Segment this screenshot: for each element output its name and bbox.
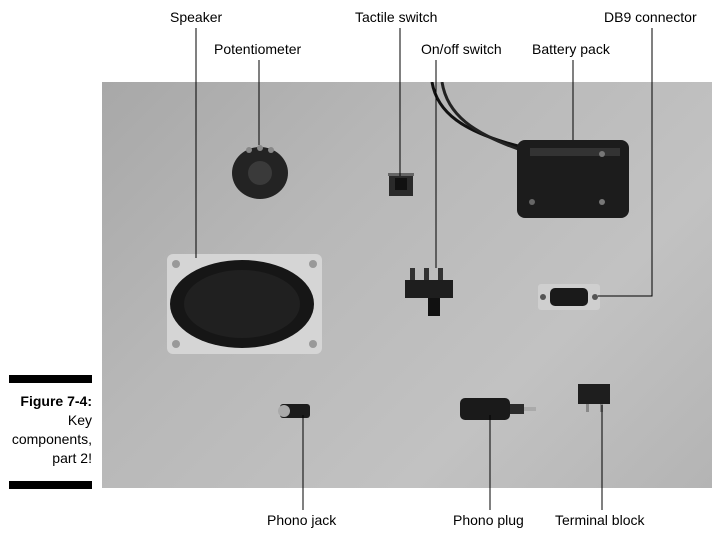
- label-battery-pack: Battery pack: [532, 41, 610, 57]
- battery-pack: [517, 140, 629, 218]
- label-terminal-block: Terminal block: [555, 512, 645, 528]
- component-photo: [102, 81, 712, 488]
- figure-caption: Figure 7-4: Key components, part 2!: [9, 392, 92, 468]
- phono-jack: [278, 404, 310, 418]
- caption-top-bar: [9, 375, 92, 383]
- tactile-switch: [388, 173, 414, 196]
- label-potentiometer: Potentiometer: [214, 41, 302, 57]
- caption-line-2: components,: [11, 431, 92, 447]
- label-phono-plug: Phono plug: [453, 512, 524, 528]
- label-on-off-switch: On/off switch: [421, 41, 502, 57]
- speaker: [167, 254, 322, 354]
- potentiometer: [232, 145, 288, 199]
- phono-plug: [460, 398, 536, 420]
- label-tactile-switch: Tactile switch: [355, 9, 438, 25]
- label-speaker: Speaker: [170, 9, 223, 25]
- caption-bottom-bar: [9, 481, 92, 489]
- on-off-switch: [405, 268, 453, 316]
- terminal-block: [578, 384, 610, 412]
- db9-connector: [538, 284, 600, 310]
- label-db9-connector: DB9 connector: [604, 9, 697, 25]
- caption-line-3: part 2!: [52, 450, 92, 466]
- label-phono-jack: Phono jack: [267, 512, 337, 528]
- caption-line-1: Key: [67, 412, 92, 428]
- figure-number: Figure 7-4:: [20, 393, 92, 409]
- component-photo-drawing: [167, 81, 629, 420]
